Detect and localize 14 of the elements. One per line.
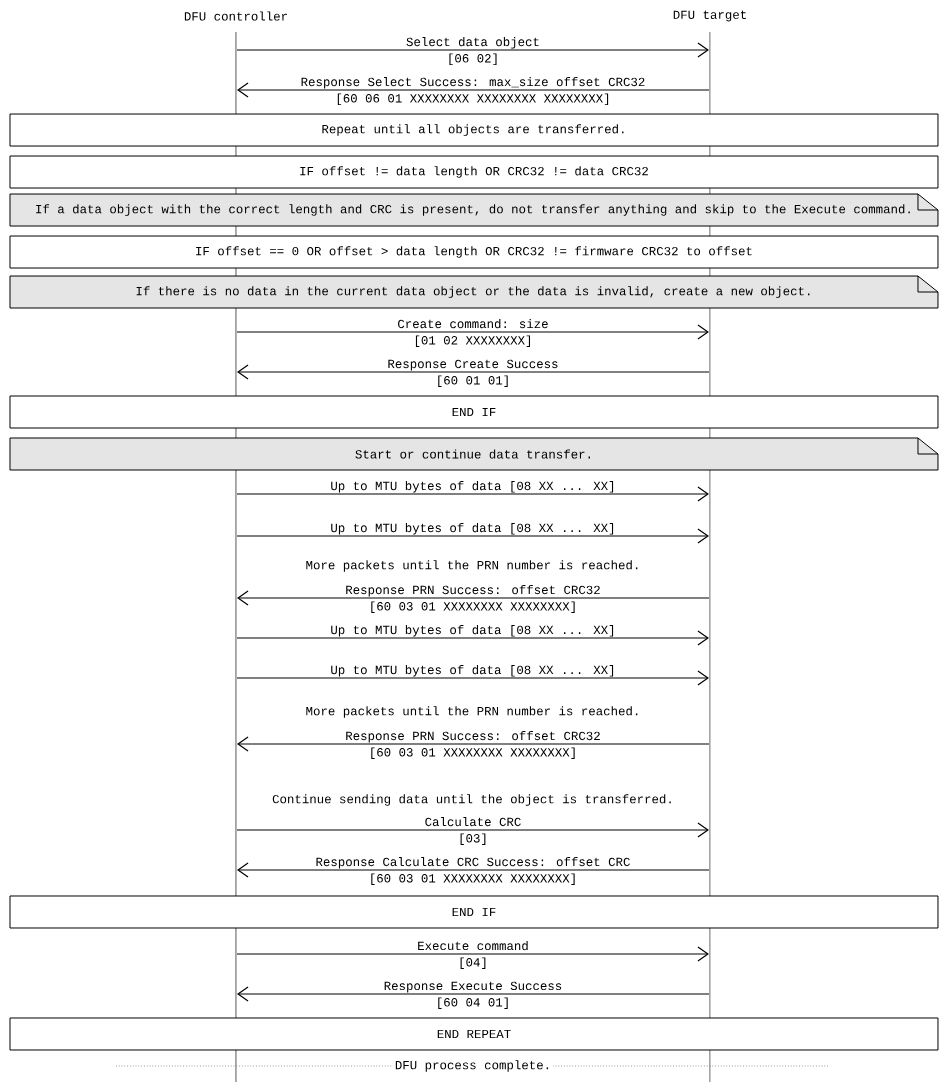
message-arrow <box>236 324 709 340</box>
message-arrow <box>237 364 710 380</box>
message-arrow <box>236 946 709 962</box>
message-arrow <box>237 736 710 752</box>
message-arrow <box>236 42 709 58</box>
message-arrow <box>236 630 709 646</box>
message-arrow <box>237 862 710 878</box>
message-arrow <box>236 528 709 544</box>
message-arrow <box>237 986 710 1002</box>
message-arrow <box>237 590 710 606</box>
message-arrow <box>237 82 710 98</box>
message-arrow <box>236 822 709 838</box>
message-arrow <box>236 486 709 502</box>
message-arrow <box>236 670 709 686</box>
